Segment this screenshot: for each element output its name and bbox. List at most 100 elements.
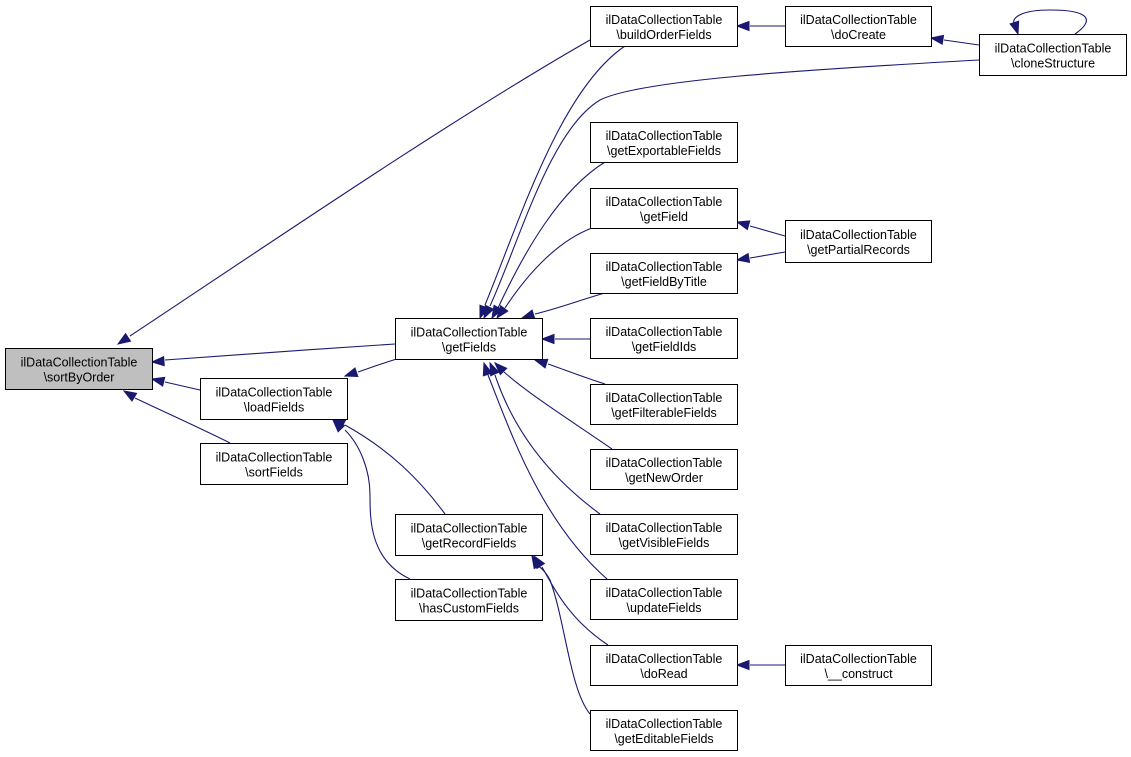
node-updateFields[interactable]: ilDataCollectionTable\updateFields <box>590 579 738 620</box>
node-method-label: \getEditableFields <box>614 732 713 746</box>
node-class-label: ilDataCollectionTable <box>21 356 138 370</box>
edge-getRecordFields-to-loadFields <box>331 417 446 515</box>
edge-arrowhead <box>150 376 166 387</box>
edge-arrowhead <box>735 220 751 231</box>
node-box <box>590 318 738 359</box>
edge-arrowhead <box>493 361 508 376</box>
node-class-label: ilDataCollectionTable <box>411 522 528 536</box>
node-class-label: ilDataCollectionTable <box>800 13 917 27</box>
node-method-label: \doRead <box>640 667 687 681</box>
edge-line <box>134 397 231 444</box>
edge-arrowhead <box>735 20 750 32</box>
node-box <box>590 384 738 425</box>
node-class-label: ilDataCollectionTable <box>606 195 723 209</box>
edge-hasCustomFields-to-loadFields <box>332 418 411 580</box>
node-class-label: ilDataCollectionTable <box>606 456 723 470</box>
node-method-label: \getRecordFields <box>422 537 517 551</box>
node-loadFields[interactable]: ilDataCollectionTable\loadFields <box>200 378 348 420</box>
node-box <box>200 443 348 485</box>
node-getExportableFields[interactable]: ilDataCollectionTable\getExportableField… <box>590 122 738 163</box>
node-box <box>785 6 932 47</box>
node-cloneStructure[interactable]: ilDataCollectionTable\cloneStructure <box>979 34 1127 76</box>
node-method-label: \getNewOrder <box>625 471 703 485</box>
node-getFields[interactable]: ilDataCollectionTable\getFields <box>395 318 543 360</box>
node-method-label: \__construct <box>824 667 893 681</box>
node-getFieldByTitle[interactable]: ilDataCollectionTable\getFieldByTitle <box>590 253 738 294</box>
edge-cloneStructure-to-getFields <box>483 59 980 320</box>
node-box <box>5 348 153 390</box>
edge-arrowhead <box>150 355 165 367</box>
node-class-label: ilDataCollectionTable <box>800 652 917 666</box>
edge-construct-to-doRead <box>735 659 785 671</box>
node-method-label: \getExportableFields <box>607 144 721 158</box>
edge-line <box>547 363 606 385</box>
node-sortByOrder[interactable]: ilDataCollectionTable\sortByOrder <box>5 348 153 390</box>
node-class-label: ilDataCollectionTable <box>606 391 723 405</box>
node-box <box>590 514 738 555</box>
edge-arrowhead <box>496 304 509 320</box>
edge-buildOrderFields-to-sortByOrder <box>116 39 591 345</box>
edge-getFieldByTitle-to-getFields <box>520 292 606 320</box>
node-class-label: ilDataCollectionTable <box>606 129 723 143</box>
node-box <box>395 514 543 556</box>
edge-line <box>503 371 613 450</box>
node-hasCustomFields[interactable]: ilDataCollectionTable\hasCustomFields <box>395 579 543 621</box>
node-box <box>590 6 738 47</box>
node-doCreate[interactable]: ilDataCollectionTable\doCreate <box>785 6 932 47</box>
node-construct[interactable]: ilDataCollectionTable\__construct <box>785 645 932 686</box>
node-buildOrderFields[interactable]: ilDataCollectionTable\buildOrderFields <box>590 6 738 47</box>
edge-getEditableFields-to-getRecordFields <box>531 554 591 715</box>
edge-arrowhead <box>531 554 543 570</box>
node-sortFields[interactable]: ilDataCollectionTable\sortFields <box>200 443 348 485</box>
edge-arrowhead <box>116 332 132 345</box>
edges-layer <box>116 9 1087 715</box>
node-getNewOrder[interactable]: ilDataCollectionTable\getNewOrder <box>590 449 738 490</box>
edge-line <box>487 374 608 580</box>
node-class-label: ilDataCollectionTable <box>995 42 1112 56</box>
node-box <box>590 645 738 686</box>
node-getFieldIds[interactable]: ilDataCollectionTable\getFieldIds <box>590 318 738 359</box>
node-method-label: \getFields <box>442 341 496 355</box>
edge-loadFields-to-sortByOrder <box>150 376 201 391</box>
edge-line <box>494 374 601 515</box>
node-box <box>590 449 738 490</box>
edge-cloneStructure-to-doCreate <box>929 34 980 46</box>
node-class-label: ilDataCollectionTable <box>606 521 723 535</box>
node-class-label: ilDataCollectionTable <box>216 386 333 400</box>
node-box <box>395 579 543 621</box>
node-method-label: \getFieldIds <box>632 340 697 354</box>
edge-line <box>536 564 591 715</box>
edge-getExportableFields-to-getFields <box>491 161 606 320</box>
node-box <box>785 220 932 263</box>
edge-arrowhead <box>735 659 750 671</box>
node-class-label: ilDataCollectionTable <box>411 587 528 601</box>
node-box <box>590 188 738 229</box>
edge-getFields-to-loadFields <box>343 357 401 378</box>
node-getEditableFields[interactable]: ilDataCollectionTable\getEditableFields <box>590 710 738 751</box>
node-class-label: ilDataCollectionTable <box>606 586 723 600</box>
node-box <box>590 710 738 751</box>
node-class-label: ilDataCollectionTable <box>606 13 723 27</box>
node-box <box>395 318 543 360</box>
node-doRead[interactable]: ilDataCollectionTable\doRead <box>590 645 738 686</box>
edge-getFilterableFields-to-getFields <box>533 358 606 385</box>
edge-line <box>164 381 201 391</box>
node-getVisibleFields[interactable]: ilDataCollectionTable\getVisibleFields <box>590 514 738 555</box>
node-getField[interactable]: ilDataCollectionTable\getField <box>590 188 738 229</box>
edge-line <box>943 39 980 46</box>
edge-arrowhead <box>520 309 536 320</box>
node-getFilterableFields[interactable]: ilDataCollectionTable\getFilterableField… <box>590 384 738 425</box>
node-method-label: \cloneStructure <box>1011 57 1095 71</box>
edge-getPartialRecords-to-getField <box>735 220 786 237</box>
edge-arrowhead <box>735 252 751 264</box>
edge-getPartialRecords-to-getFieldByTitle <box>735 251 786 264</box>
node-method-label: \getPartialRecords <box>807 243 910 257</box>
edge-line <box>484 45 626 306</box>
node-getRecordFields[interactable]: ilDataCollectionTable\getRecordFields <box>395 514 543 556</box>
node-getPartialRecords[interactable]: ilDataCollectionTable\getPartialRecords <box>785 220 932 263</box>
edge-line <box>749 225 786 237</box>
node-box <box>590 579 738 620</box>
node-box <box>590 253 738 294</box>
edge-arrowhead <box>489 361 500 377</box>
edge-getNewOrder-to-getFields <box>493 361 613 450</box>
